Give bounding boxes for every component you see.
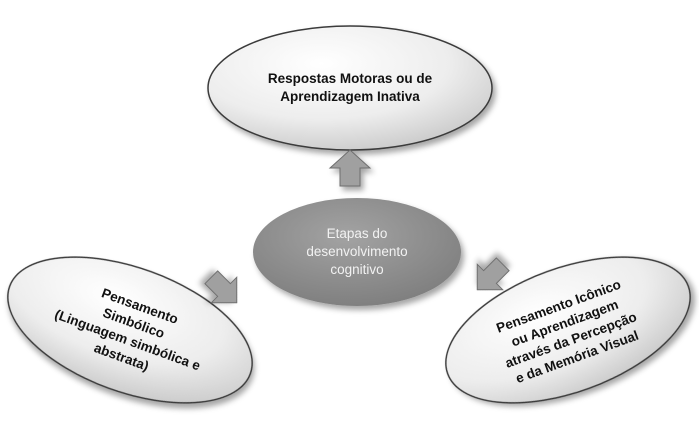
right-node-ellipse bbox=[445, 256, 691, 404]
center-node-ellipse bbox=[253, 198, 461, 306]
top-node-label: Respostas Motoras ou de Aprendizagem Ina… bbox=[267, 70, 433, 104]
left-node-ellipse bbox=[7, 256, 253, 404]
arrow-up-icon bbox=[328, 149, 372, 187]
arrow-down-left-icon bbox=[204, 270, 238, 304]
center-node-label: Etapas do desenvolvimento cognitivo bbox=[306, 225, 408, 278]
arrow-down-right-icon bbox=[476, 257, 510, 291]
